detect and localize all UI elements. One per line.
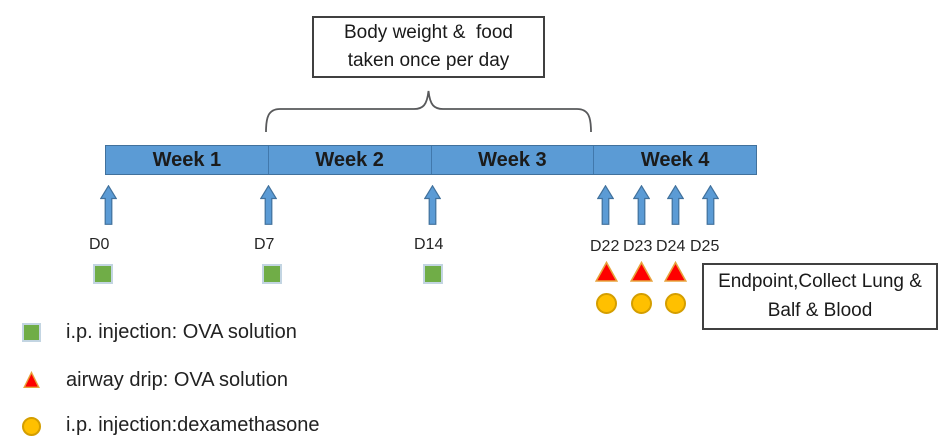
body-weight-note-box: Body weight & food taken once per day xyxy=(312,16,545,78)
legend-label-ip-ova: i.p. injection: OVA solution xyxy=(66,321,297,343)
curly-brace xyxy=(265,90,592,133)
green-square-marker-d14 xyxy=(423,264,443,284)
day-label-d0: D0 xyxy=(89,236,110,253)
green-square-marker-d7 xyxy=(262,264,282,284)
legend-green-square-icon xyxy=(22,323,41,342)
timeline-bar: Week 1 Week 2 Week 3 Week 4 xyxy=(105,145,757,175)
red-triangle-marker-d23 xyxy=(630,261,653,282)
endpoint-note-line2: Balf & Blood xyxy=(767,299,873,321)
day-label-d24: D24 xyxy=(656,238,686,255)
legend-label-airway-ova: airway drip: OVA solution xyxy=(66,369,288,391)
timeline-week3: Week 3 xyxy=(432,146,595,174)
day-label-d22: D22 xyxy=(590,238,620,255)
red-triangle-marker-d24 xyxy=(664,261,687,282)
arrow-up-d24 xyxy=(667,185,684,225)
body-weight-note-line2: taken once per day xyxy=(347,50,510,71)
yellow-circle-marker-d24 xyxy=(665,293,686,314)
day-label-d14: D14 xyxy=(414,236,444,253)
green-square-marker-d0 xyxy=(93,264,113,284)
timeline-week2: Week 2 xyxy=(269,146,432,174)
red-triangle-marker-d22 xyxy=(595,261,618,282)
day-label-d7: D7 xyxy=(254,236,275,253)
legend-red-triangle-icon xyxy=(23,371,40,388)
arrow-up-d22 xyxy=(597,185,614,225)
arrow-up-d25 xyxy=(702,185,719,225)
arrow-up-d0 xyxy=(100,185,117,225)
yellow-circle-marker-d22 xyxy=(596,293,617,314)
timeline-week4: Week 4 xyxy=(640,148,710,171)
day-label-d23: D23 xyxy=(623,238,653,255)
arrow-up-d7 xyxy=(260,185,277,225)
endpoint-note-box: Endpoint,Collect Lung & Balf & Blood xyxy=(702,263,938,330)
timeline-week1: Week 1 xyxy=(106,146,269,174)
body-weight-note-line1: Body weight & food xyxy=(344,21,513,43)
legend-yellow-circle-icon xyxy=(22,417,41,436)
legend-label-ip-dexamethasone: i.p. injection:dexamethasone xyxy=(66,414,320,436)
arrow-up-d14 xyxy=(424,185,441,225)
day-label-d25: D25 xyxy=(690,238,720,255)
arrow-up-d23 xyxy=(633,185,650,225)
yellow-circle-marker-d23 xyxy=(631,293,652,314)
endpoint-note-line1: Endpoint,Collect Lung & xyxy=(718,271,922,292)
